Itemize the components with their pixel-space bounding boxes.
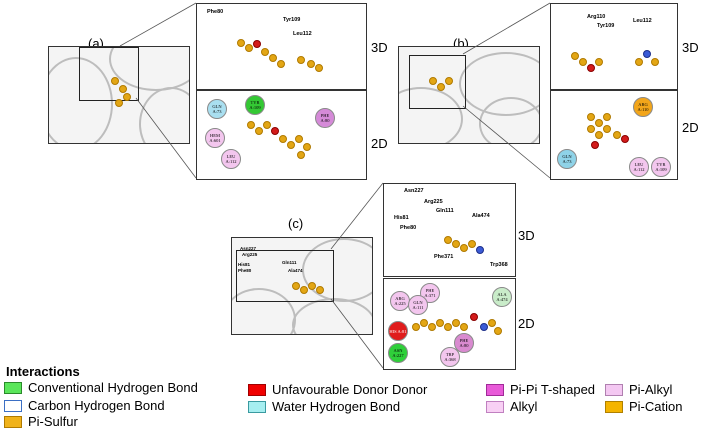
interaction-node: HIS A:81 [388,321,408,341]
legend-swatch [4,415,22,428]
interaction-node: LEU A:112 [629,157,649,177]
legend-item: Pi-Cation [605,399,682,414]
panel-b-2d-label: 2D [682,120,699,135]
legend-item: Pi-Alkyl [605,382,672,397]
panel-a-2d: GLN A:73 TYR A:109 PHE A:80 HEM A:601 LE… [196,90,367,180]
panel-a-3d: Phe80 Tyr109 Leu112 [196,3,367,90]
legend-item: Conventional Hydrogen Bond [4,380,198,395]
panel-a-overview [48,46,190,144]
residue-label: Tyr109 [597,23,615,29]
panel-a-2d-label: 2D [371,136,388,151]
interaction-node: ALA A:474 [492,287,512,307]
panel-c-2d-label: 2D [518,316,535,331]
panel-c-3d-label: 3D [518,228,535,243]
panel-a-3d-label: 3D [371,40,388,55]
panel-b-3d: Arg110 Tyr109 Leu112 [550,3,678,90]
interaction-node: GLN A:111 [408,295,428,315]
interaction-node: GLN A:73 [207,99,227,119]
panel-b-overview [398,46,540,144]
residue-label: Trp368 [490,262,508,268]
residue-label: Phe80 [238,268,252,273]
residue-label: Asn227 [404,188,424,194]
residue-label: His81 [238,262,251,267]
interaction-node: HEM A:601 [205,128,225,148]
residue-label: Tyr109 [283,17,301,23]
legend-swatch [248,383,266,396]
panel-c-3d: Asn227 Arg225 His81 Gln111 Ala474 Phe80 … [383,183,516,277]
residue-label: Arg110 [587,14,606,20]
panel-a-zoom-box [79,47,139,101]
residue-label: Gln111 [282,260,297,265]
legend-item: Pi-Pi T-shaped [486,382,595,397]
residue-label: Ala474 [472,213,490,219]
interaction-node: PHE A:80 [454,333,474,353]
interaction-node: TYR A:109 [245,95,265,115]
interaction-node: ARG A:110 [633,97,653,117]
residue-label: Phe371 [434,254,454,260]
legend-swatch [4,399,22,412]
panel-c-2d: ARG A:225 PHE A:371 GLN A:111 ALA A:474 … [383,278,516,370]
legend-swatch [605,383,623,396]
panel-c-overview: Asn227 Arg225 His81 Phe80 Gln111 Ala474 [231,237,373,335]
panel-b-2d: ARG A:110 GLN A:73 LEU A:112 TYR A:109 [550,90,678,180]
residue-label: Leu112 [293,31,312,37]
residue-label: Arg225 [424,199,443,205]
interaction-node: LEU A:112 [221,149,241,169]
panel-c-zoom-box [236,250,334,302]
legend-swatch [486,400,504,413]
interaction-node: TYR A:109 [651,157,671,177]
interaction-node: PHE A:80 [315,108,335,128]
residue-label: Gln111 [436,208,454,214]
panel-c-label: (c) [288,216,304,231]
legend-title: Interactions [6,364,80,379]
legend-item: Pi-Sulfur [4,414,78,429]
legend-swatch [486,383,504,396]
panel-b-zoom-box [409,55,466,109]
residue-label: Leu112 [633,18,652,24]
residue-label: Asn227 [240,246,257,251]
legend-swatch [4,381,22,394]
legend-item: Carbon Hydrogen Bond [4,398,165,413]
legend-item: Water Hydrogen Bond [248,399,400,414]
interaction-node: TRP A:368 [440,347,460,367]
interaction-node: ASN A:227 [388,343,408,363]
legend-item: Alkyl [486,399,537,414]
residue-label: Phe80 [207,9,224,15]
residue-label: Ala474 [288,268,303,273]
legend-item: Unfavourable Donor Donor [248,382,427,397]
residue-label: Arg225 [242,252,258,257]
residue-label: Phe80 [400,225,417,231]
interaction-node: ARG A:225 [390,291,410,311]
residue-label: His81 [394,215,409,221]
panel-b-3d-label: 3D [682,40,699,55]
legend-swatch [248,400,266,413]
legend-swatch [605,400,623,413]
interaction-node: GLN A:73 [557,149,577,169]
